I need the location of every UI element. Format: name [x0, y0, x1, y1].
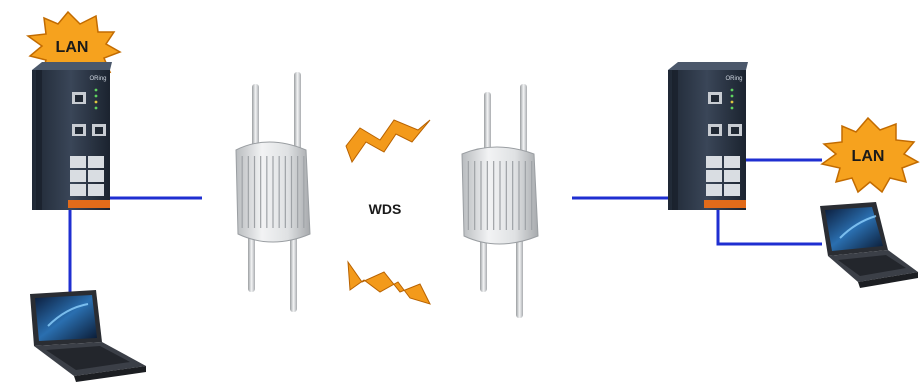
switch-left: ORing — [32, 62, 112, 210]
wds-label: WDS — [369, 201, 402, 217]
lan-label-right: LAN — [852, 148, 885, 165]
antenna — [252, 84, 259, 152]
wireless-bolt-bottom — [347, 260, 431, 305]
ap-fins — [241, 156, 305, 228]
antenna — [480, 232, 487, 292]
access-point-right — [461, 84, 539, 318]
antenna — [484, 92, 491, 156]
access-point-left — [235, 72, 311, 312]
antenna — [248, 230, 255, 292]
antenna — [520, 84, 527, 156]
lan-burst-shape — [820, 116, 920, 194]
switch-logo-left: ORing — [89, 76, 106, 82]
link-lines — [68, 158, 822, 302]
link-right-switch-to-laptop — [716, 210, 822, 246]
laptop-left — [30, 290, 146, 382]
laptop-right — [820, 202, 918, 288]
switch-right: ORing — [668, 62, 748, 210]
antenna — [294, 72, 301, 152]
antenna — [516, 232, 523, 318]
ap-fins — [467, 161, 533, 230]
lan-burst-right: LAN — [820, 116, 920, 194]
wireless-bolt-top — [345, 119, 431, 164]
lan-label-left: LAN — [56, 39, 89, 56]
switch-logo-right: ORing — [725, 76, 742, 82]
antenna — [290, 230, 297, 312]
